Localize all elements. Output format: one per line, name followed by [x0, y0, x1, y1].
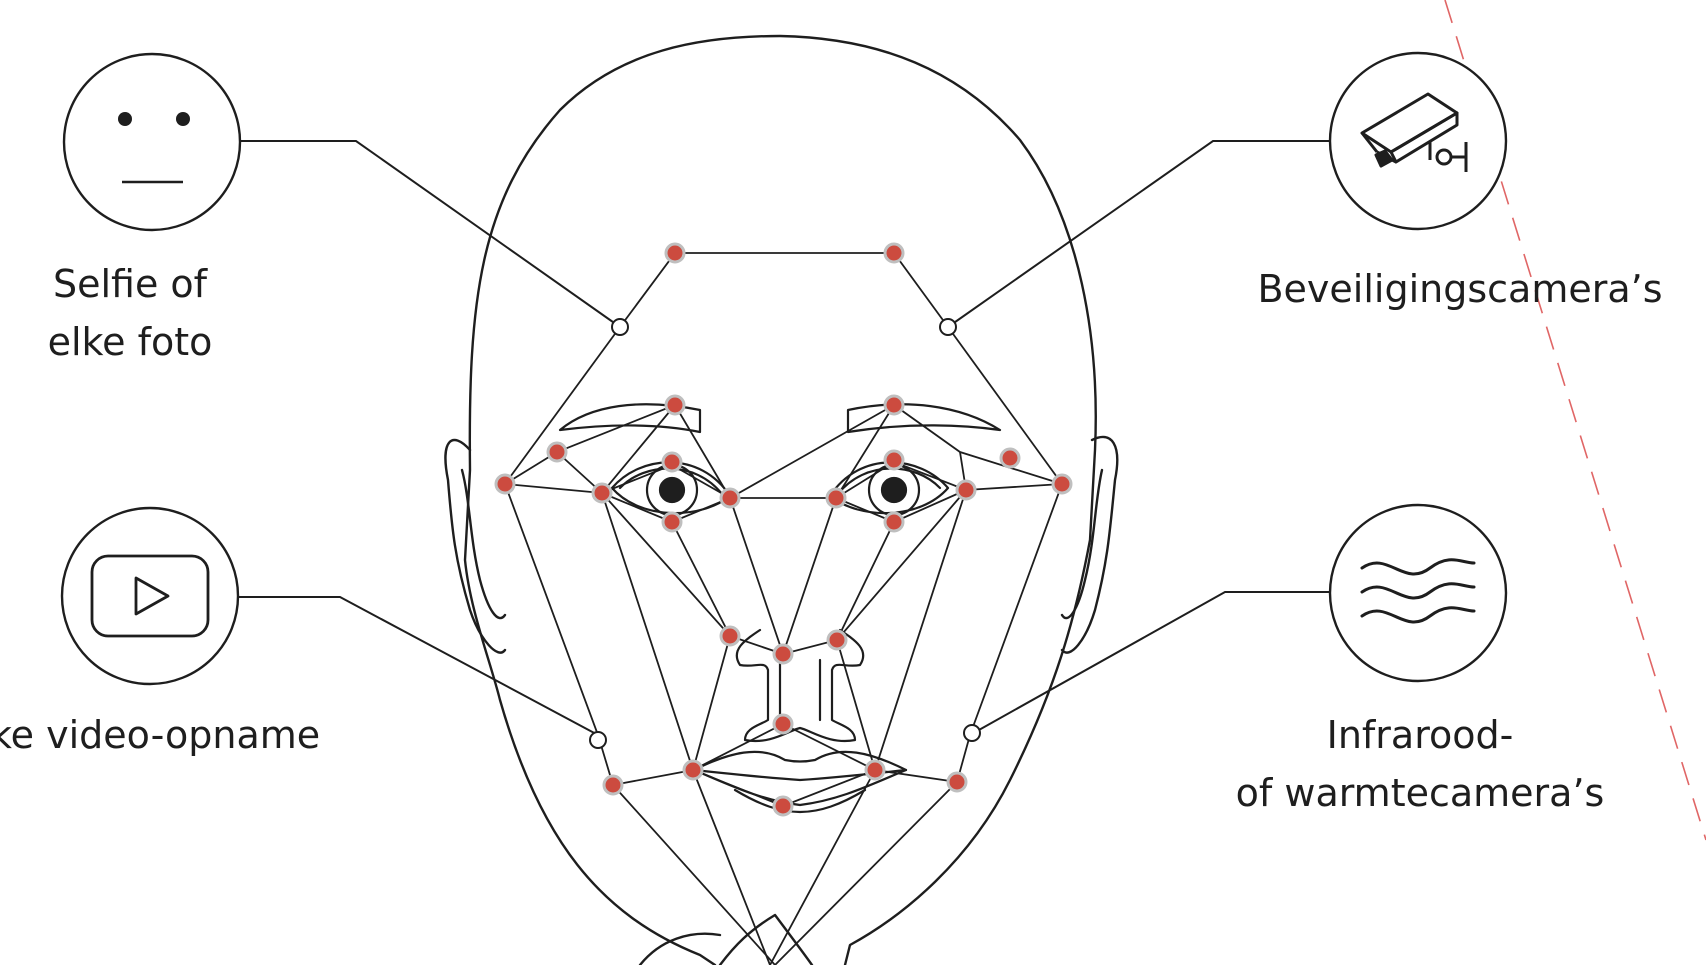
- landmark-point: [774, 715, 792, 733]
- head-outline: [445, 36, 1117, 965]
- connector-node: [940, 319, 956, 335]
- selfie-label-line1: Selfie of: [10, 255, 250, 313]
- selfie-label-line2: elke foto: [10, 313, 250, 371]
- landmark-mesh: [505, 253, 1062, 965]
- video-label-text: ke video-opname: [0, 706, 320, 764]
- infrared-label-line1: Infrarood-: [1220, 706, 1620, 764]
- landmark-point: [496, 475, 514, 493]
- landmark-point: [1053, 475, 1071, 493]
- landmark-point: [666, 244, 684, 262]
- selfie-label: Selfie of elke foto: [10, 255, 250, 371]
- landmark-points: [496, 244, 1071, 815]
- landmark-point: [948, 773, 966, 791]
- security-camera-label-text: Beveiligingscamera’s: [1230, 260, 1690, 318]
- connector-node: [964, 725, 980, 741]
- security-camera-label: Beveiligingscamera’s: [1230, 260, 1690, 318]
- landmark-point: [721, 627, 739, 645]
- landmark-point: [666, 396, 684, 414]
- landmark-point: [885, 513, 903, 531]
- connector-node: [590, 732, 606, 748]
- security-camera-icon: [1330, 53, 1506, 229]
- landmark-point: [885, 451, 903, 469]
- landmark-point: [866, 761, 884, 779]
- landmark-point: [604, 776, 622, 794]
- landmark-point: [721, 489, 739, 507]
- video-label: ke video-opname: [0, 706, 320, 764]
- landmark-point: [828, 631, 846, 649]
- connector-node: [612, 319, 628, 335]
- video-play-icon: [62, 508, 238, 684]
- landmark-point: [548, 443, 566, 461]
- heat-waves-icon: [1330, 505, 1506, 681]
- landmark-point: [774, 797, 792, 815]
- landmark-point: [957, 481, 975, 499]
- landmark-point: [774, 645, 792, 663]
- neutral-face-icon: [64, 54, 240, 230]
- connector-nodes: [590, 319, 980, 748]
- landmark-point: [684, 761, 702, 779]
- landmark-point: [827, 489, 845, 507]
- landmark-point: [885, 244, 903, 262]
- landmark-point: [663, 513, 681, 531]
- landmark-point: [885, 396, 903, 414]
- infrared-label-line2: of warmtecamera’s: [1220, 764, 1620, 822]
- landmark-point: [1001, 449, 1019, 467]
- landmark-point: [663, 453, 681, 471]
- landmark-point: [593, 484, 611, 502]
- infrared-label: Infrarood- of warmtecamera’s: [1220, 706, 1620, 822]
